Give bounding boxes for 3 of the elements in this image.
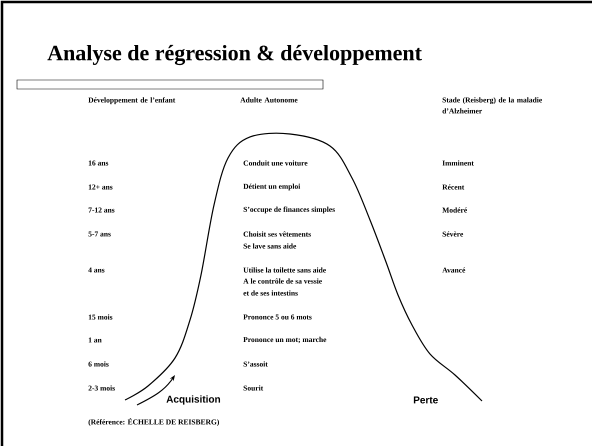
title: Analyse de régression & développement bbox=[47, 44, 422, 66]
curve-label: Perte bbox=[414, 396, 438, 404]
curve-label: Acquisition bbox=[166, 395, 220, 405]
